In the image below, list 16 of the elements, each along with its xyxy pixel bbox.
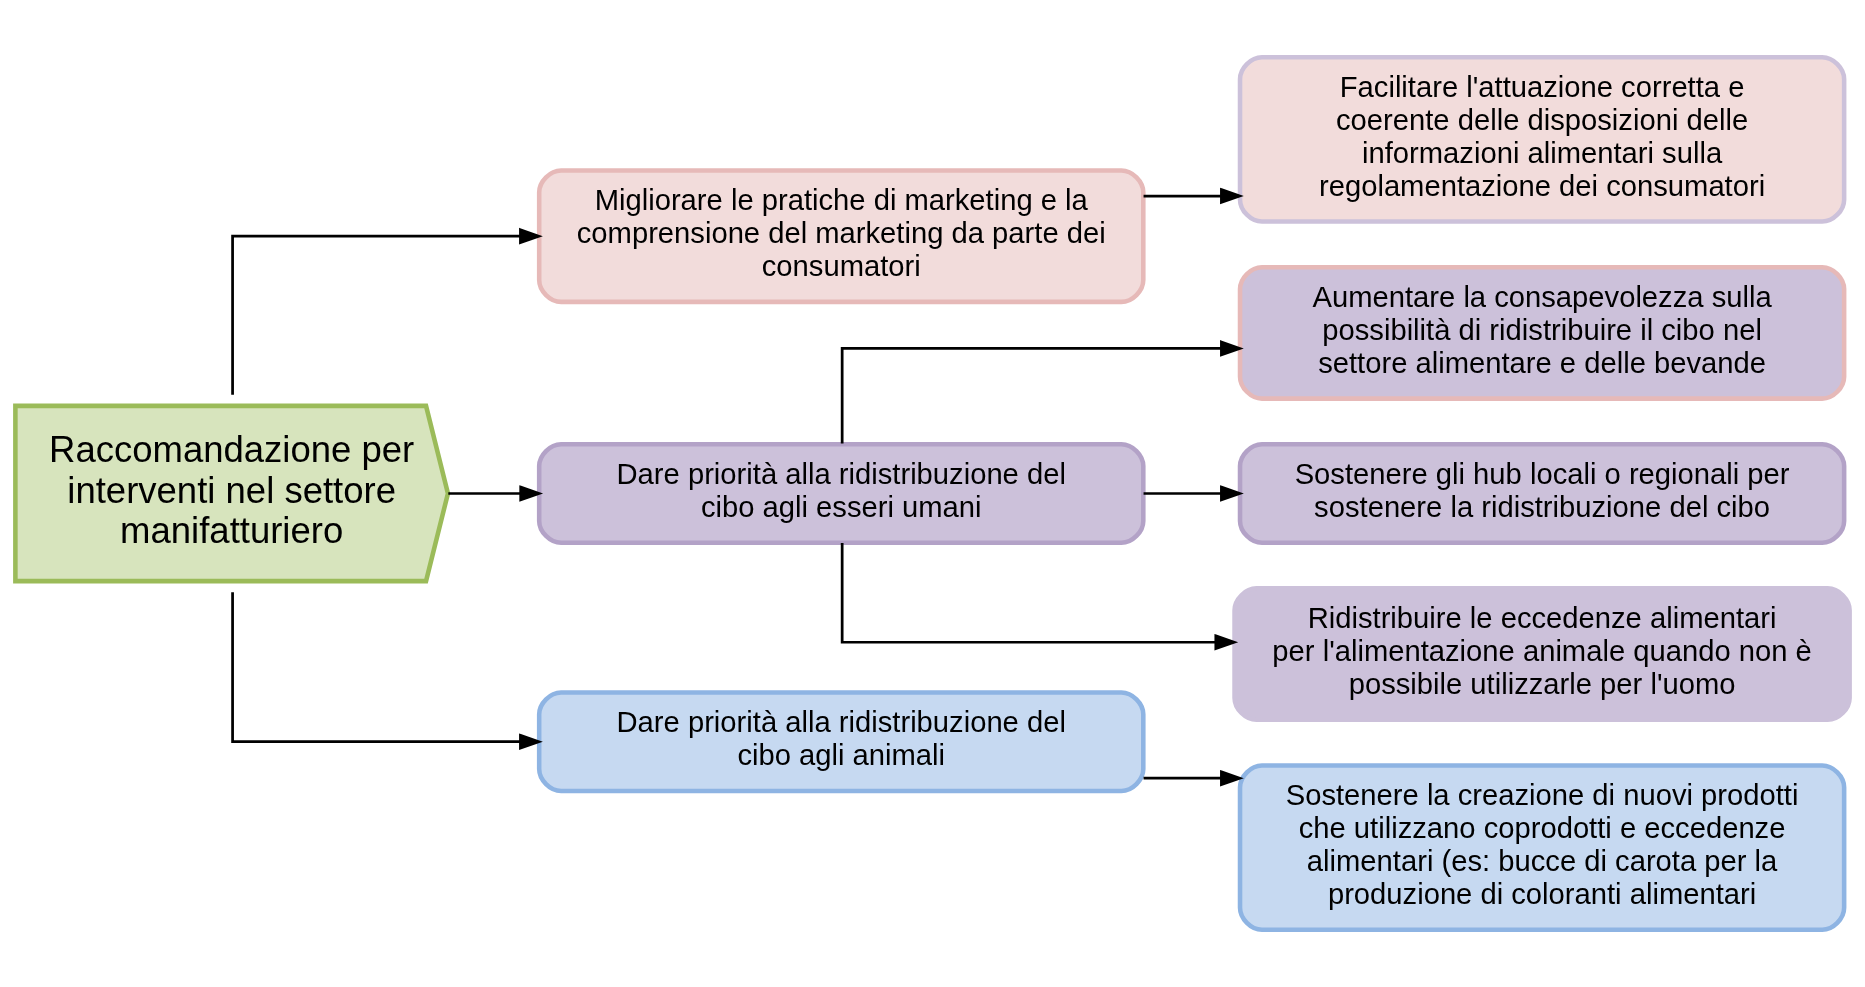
- arrow: [1143, 769, 1244, 787]
- node-box: Sostenere la creazione di nuovi prodotti che utilizzano coprodotti e eccedenze alimentari (es: bucce di carota per la produzione di coloranti alimentari: [1237, 763, 1847, 932]
- node-box: Sostenere gli hub locali o regionali per sostenere la ridistribuzione del cibo: [1237, 441, 1847, 546]
- arrow: [840, 543, 1239, 651]
- node-box: Dare priorità alla ridistribuzione del cibo agli animali: [536, 690, 1146, 794]
- node-box: Facilitare l'attuazione corretta e coerente delle disposizioni delle informazioni alimentari sulla regolamentazione dei consumatori: [1237, 55, 1847, 224]
- node-box: Ridistribuire le eccedenze alimentari per l'alimentazione animale quando non è possibile utilizzarle per l'uomo: [1232, 586, 1852, 723]
- arrow: [1143, 187, 1244, 205]
- arrow: [448, 485, 544, 502]
- node-box: Dare priorità alla ridistribuzione del cibo agli esseri umani: [536, 441, 1146, 546]
- arrow: [231, 227, 543, 395]
- arrow: [1143, 485, 1244, 502]
- arrow: [231, 592, 543, 751]
- arrow: [840, 340, 1244, 444]
- node-box: Aumentare la consapevolezza sulla possibilità di ridistribuire il cibo nel settore alimentare e delle bevande: [1237, 264, 1847, 401]
- node-box: Migliorare le pratiche di marketing e la comprensione del marketing da parte dei consumatori: [536, 168, 1146, 305]
